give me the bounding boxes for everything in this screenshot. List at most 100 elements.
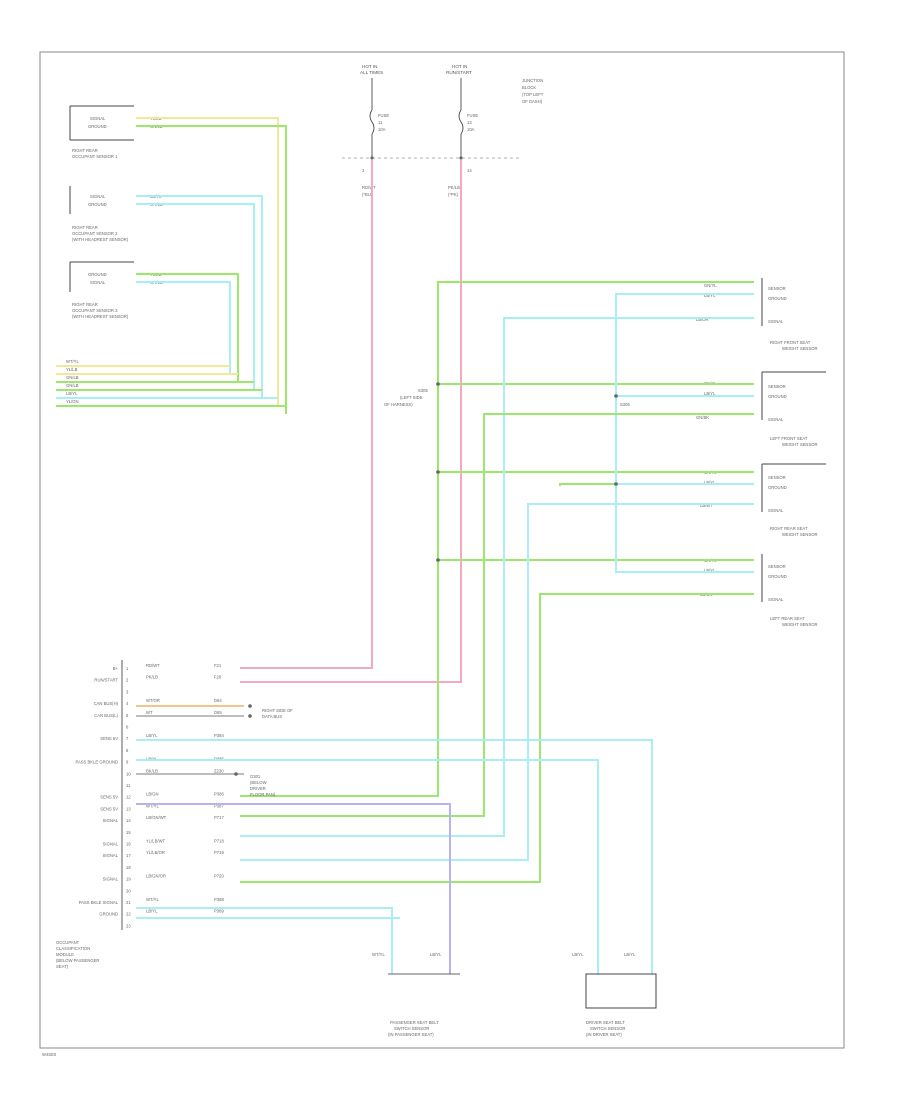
module-pin-label: PASS BKLE GROUND — [75, 760, 118, 765]
module-pin-circuit: F21 — [214, 663, 222, 668]
module-pin-circuit: D65 — [214, 710, 222, 715]
fuse-left: HOT IN ALL TIMES FUSE 11 10A 2 RD/WT (*B… — [360, 64, 389, 197]
svg-text:SENSOR: SENSOR — [768, 384, 786, 389]
svg-text:SWITCH SENSOR: SWITCH SENSOR — [394, 1026, 429, 1031]
svg-text:SIGNAL: SIGNAL — [768, 319, 784, 324]
module-pin-label: PASS BKLE SIGNAL — [79, 900, 119, 905]
passenger-buckle-switch: WT/YL LB/YL PASSENGER SEAT BELT SWITCH S… — [372, 952, 460, 1037]
module-pin-circuit: P719 — [214, 850, 224, 855]
diagram-frame — [39, 51, 845, 1049]
module-pin-circuit: P386 — [214, 792, 224, 797]
svg-text:MODULE: MODULE — [56, 952, 74, 957]
fuse-left-pin: 2 — [362, 168, 365, 173]
svg-text:DATA BUS: DATA BUS — [262, 714, 282, 719]
svg-text:(IN DRIVER SEAT): (IN DRIVER SEAT) — [586, 1032, 622, 1037]
svg-text:SIGNAL: SIGNAL — [90, 116, 106, 121]
svg-text:LB/YL: LB/YL — [704, 391, 716, 396]
svg-text:YL/LB: YL/LB — [66, 367, 78, 372]
module-pin-label: RUN/START — [94, 678, 118, 683]
svg-text:YL/GN: YL/GN — [66, 399, 79, 404]
svg-text:DRIVER: DRIVER — [250, 786, 266, 791]
svg-text:GROUND: GROUND — [88, 202, 107, 207]
svg-text:GROUND: GROUND — [768, 574, 787, 579]
svg-text:LB/YL: LB/YL — [66, 391, 78, 396]
svg-text:SIGNAL: SIGNAL — [768, 508, 784, 513]
svg-text:LB/OR: LB/OR — [696, 317, 709, 322]
left-harness-bundle: WT/YL YL/LB GN/LB GN/LB LB/YL YL/GN — [56, 359, 286, 407]
left-sensor-3: GROUND SIGNAL YL/LB WT/LB RIGHT REAR OCC… — [69, 261, 163, 319]
module-pin-number: 8 — [126, 748, 129, 753]
module-pin-wire: WT/YL — [146, 897, 159, 902]
svg-text:RIGHT REAR: RIGHT REAR — [72, 225, 98, 230]
svg-text:SIGNAL: SIGNAL — [768, 597, 784, 602]
svg-text:LEFT FRONT SEAT: LEFT FRONT SEAT — [770, 436, 808, 441]
module-pin-number: 9 — [126, 760, 129, 765]
svg-text:SENSOR: SENSOR — [768, 286, 786, 291]
svg-text:(WITH HEADREST SENSOR): (WITH HEADREST SENSOR) — [72, 237, 129, 242]
splice-s305-label: S305 — [418, 388, 428, 393]
module-pin-number: 1 — [126, 666, 129, 671]
module-pin-wire: LB/GN — [146, 792, 159, 797]
svg-text:SIGNAL: SIGNAL — [90, 194, 106, 199]
module-pin-number: 4 — [126, 701, 129, 706]
svg-text:BLOCK: BLOCK — [522, 85, 536, 90]
module-pin-label: SIGNAL — [103, 818, 119, 823]
fuse-left-header-1: HOT IN — [362, 64, 377, 69]
svg-text:CLASSIFICATION: CLASSIFICATION — [56, 946, 90, 951]
module-pin-number: 13 — [126, 806, 131, 811]
svg-text:(LEFT SIDE: (LEFT SIDE — [400, 395, 423, 400]
svg-text:WT/YL: WT/YL — [372, 952, 385, 957]
module-pin-number: 12 — [126, 795, 131, 800]
fuse-right-wire-color: PK/LB — [448, 185, 460, 190]
svg-text:(BELOW: (BELOW — [250, 780, 267, 785]
svg-text:WT/YL: WT/YL — [66, 359, 79, 364]
svg-text:RIGHT FRONT SEAT: RIGHT FRONT SEAT — [770, 340, 811, 345]
module-pin-wire: WT — [146, 710, 153, 715]
module-pin-circuit: P384 — [214, 733, 224, 738]
svg-text:SIGNAL: SIGNAL — [90, 280, 106, 285]
module-pin-wire: BK/LB — [146, 768, 158, 773]
svg-text:SENSOR: SENSOR — [768, 475, 786, 480]
module-pin-number: 19 — [126, 877, 131, 882]
wire-pass-buckle-signal — [136, 907, 393, 974]
svg-text:OCCUPANT SENSOR 1: OCCUPANT SENSOR 1 — [72, 154, 118, 159]
module-pin-number: 21 — [126, 900, 131, 905]
svg-text:PASSENGER SEAT BELT: PASSENGER SEAT BELT — [390, 1020, 439, 1025]
module-pin-number: 6 — [126, 725, 129, 730]
fuse-right-wire-alt: (*PK) — [448, 192, 459, 197]
fuse-right-header-2: RUN/START — [446, 70, 472, 75]
module-pin-number: 2 — [126, 678, 129, 683]
can-note: RIGHT SIDE OF — [262, 708, 293, 713]
module-pin-number: 22 — [126, 912, 131, 917]
module-pin-label: GROUND — [99, 912, 118, 917]
svg-text:GN/BK: GN/BK — [696, 415, 709, 420]
module-pin-label: SENS 5V — [100, 795, 118, 800]
module-pin-label: SIGNAL — [103, 877, 119, 882]
svg-text:GROUND: GROUND — [768, 394, 787, 399]
svg-text:SEAT): SEAT) — [56, 964, 69, 969]
module-pin-number: 10 — [126, 771, 131, 776]
wire-run-start — [240, 160, 462, 683]
module-pin-wire: LB/GN/WT — [146, 815, 167, 820]
svg-text:RIGHT REAR: RIGHT REAR — [72, 302, 98, 307]
fuse-right-fuse-rating: 10A — [467, 127, 475, 132]
ground-note: G301 — [250, 774, 261, 779]
svg-text:LB/YL: LB/YL — [430, 952, 442, 957]
wire-driver-5v — [136, 739, 653, 974]
module-pin-number: 15 — [126, 830, 131, 835]
module-pin-label: SENS 5V — [100, 806, 118, 811]
svg-text:SENSOR: SENSOR — [768, 564, 786, 569]
fuse-left-wire-alt: (*BU) — [362, 192, 373, 197]
module-pin-label: CAN BUS(H) — [94, 701, 119, 706]
module-pin-number: 3 — [126, 689, 129, 694]
svg-text:FLOOR PAN): FLOOR PAN) — [250, 792, 276, 797]
fuse-left-fuse-rating: 10A — [378, 127, 386, 132]
svg-text:LB/YL: LB/YL — [624, 952, 636, 957]
svg-text:GROUND: GROUND — [88, 272, 107, 277]
svg-text:RIGHT REAR: RIGHT REAR — [72, 148, 98, 153]
module-pin-circuit: D64 — [214, 698, 222, 703]
svg-text:GROUND: GROUND — [88, 124, 107, 129]
diagram-code: W4SE0 — [42, 1052, 57, 1057]
module-pin-circuit: P387 — [214, 803, 224, 808]
